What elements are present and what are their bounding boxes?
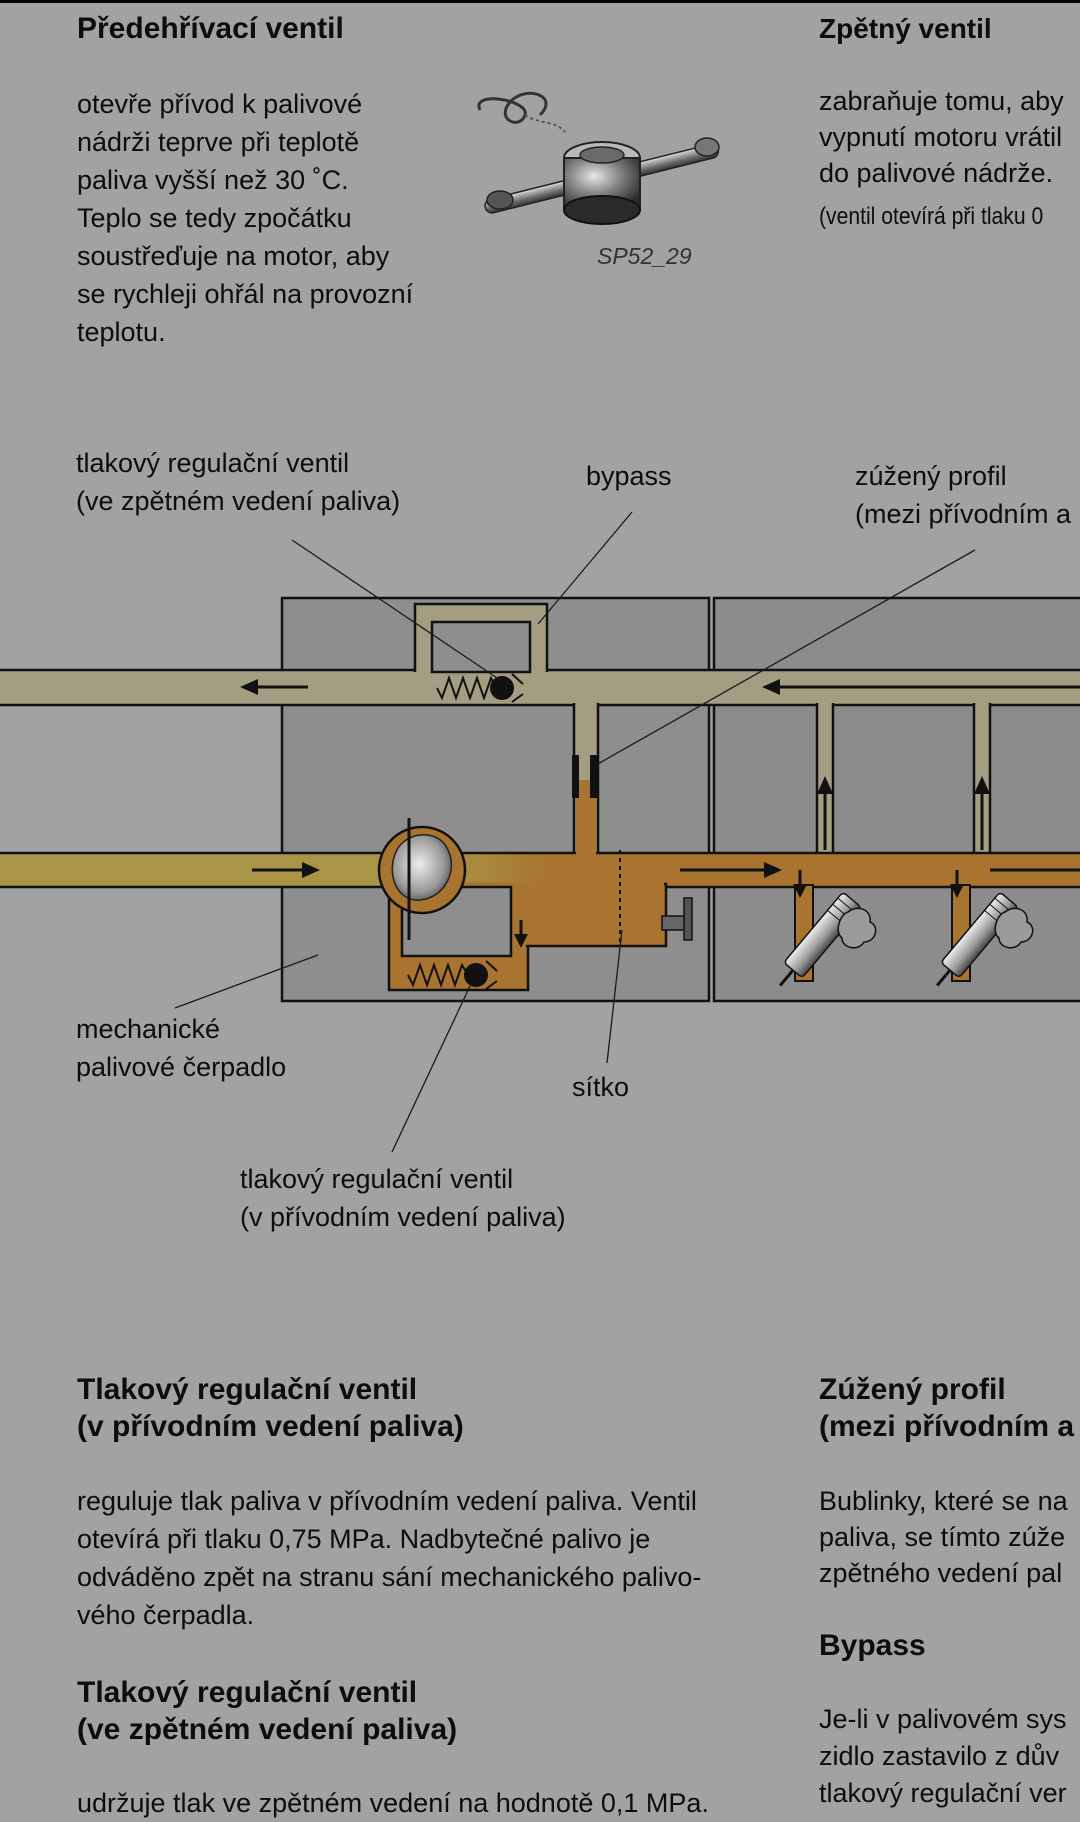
label-line: (v přívodním vedení paliva)	[240, 1202, 566, 1232]
preheat-line: Teplo se tedy zpočátku	[77, 203, 352, 233]
check-valve-line: vypnutí motoru vrátil	[819, 122, 1063, 152]
preheat-line: teplotu.	[77, 317, 166, 347]
preheat-line: paliva vyšší než 30 ˚C.	[77, 165, 349, 195]
check-valve-note: (ventil otevírá při tlaku 0	[819, 203, 1044, 230]
top-border	[0, 0, 1080, 3]
label-line: zúžený profil	[855, 461, 1007, 491]
section-line: vého čerpadla.	[77, 1600, 255, 1630]
section-line: reguluje tlak paliva v přívodním vedení …	[77, 1486, 697, 1516]
section-line: Bublinky, které se na	[819, 1486, 1068, 1516]
preheat-line: nádrži teprve při teplotě	[77, 127, 360, 157]
section-line: paliva, se tímto zúže	[819, 1522, 1066, 1552]
check-valve-title: Zpětný ventil	[819, 13, 992, 44]
section-line: udržuje tlak ve zpětném vedení na hodnot…	[77, 1788, 709, 1818]
restrictor	[572, 755, 597, 798]
supply-regulator	[407, 960, 498, 990]
preheat-line: se rychleji ohřál na provozní	[77, 279, 414, 309]
label-line: palivové čerpadlo	[76, 1052, 287, 1082]
photo-caption: SP52_29	[597, 243, 692, 269]
section-title: (mezi přívodním a	[819, 1410, 1075, 1443]
preheat-line: otevře přívod k palivové	[77, 89, 363, 119]
section-line: Je-li v palivovém sys	[819, 1704, 1067, 1734]
label-bypass: bypass	[586, 461, 672, 491]
mechanical-pump	[377, 818, 467, 940]
section-line: zidlo zastavilo z dův	[819, 1741, 1060, 1771]
check-valve-line: do palivové nádrže.	[819, 158, 1054, 188]
preheat-title: Předehřívací ventil	[77, 12, 344, 45]
section-title: (ve zpětném vedení paliva)	[77, 1713, 458, 1746]
injector-1	[778, 892, 877, 987]
injector-2	[935, 892, 1034, 987]
preheat-screw	[661, 897, 693, 941]
preheat-line: soustřeďuje na motor, aby	[77, 241, 390, 271]
label-line: tlakový regulační ventil	[240, 1164, 514, 1194]
bypass-block	[430, 620, 532, 674]
section-title: (v přívodním vedení paliva)	[77, 1410, 464, 1443]
return-regulator	[436, 673, 524, 703]
label-line: mechanické	[76, 1014, 221, 1044]
label-line: tlakový regulační ventil	[76, 448, 350, 478]
flow-arrows	[240, 679, 1080, 948]
section-title: Tlakový regulační ventil	[77, 1373, 418, 1406]
section-title: Zúžený profil	[819, 1373, 1006, 1406]
label-line: (ve zpětném vedení paliva)	[76, 486, 401, 516]
leader-lines	[174, 511, 976, 1153]
label-strainer: sítko	[572, 1072, 630, 1102]
section-line: zpětného vedení pal	[819, 1558, 1063, 1588]
section-title: Tlakový regulační ventil	[77, 1676, 418, 1709]
section-line: otevírá při tlaku 0,75 MPa. Nadbytečné p…	[77, 1524, 651, 1554]
label-line: (mezi přívodním a	[855, 499, 1072, 529]
preheat-valve-photo	[477, 91, 720, 225]
check-valve-line: zabraňuje tomu, aby	[819, 86, 1064, 116]
section-line: tlakový regulační ver	[819, 1778, 1067, 1808]
section-line: odváděno zpět na stranu sání mechanickéh…	[77, 1562, 702, 1592]
section-title: Bypass	[819, 1629, 926, 1662]
